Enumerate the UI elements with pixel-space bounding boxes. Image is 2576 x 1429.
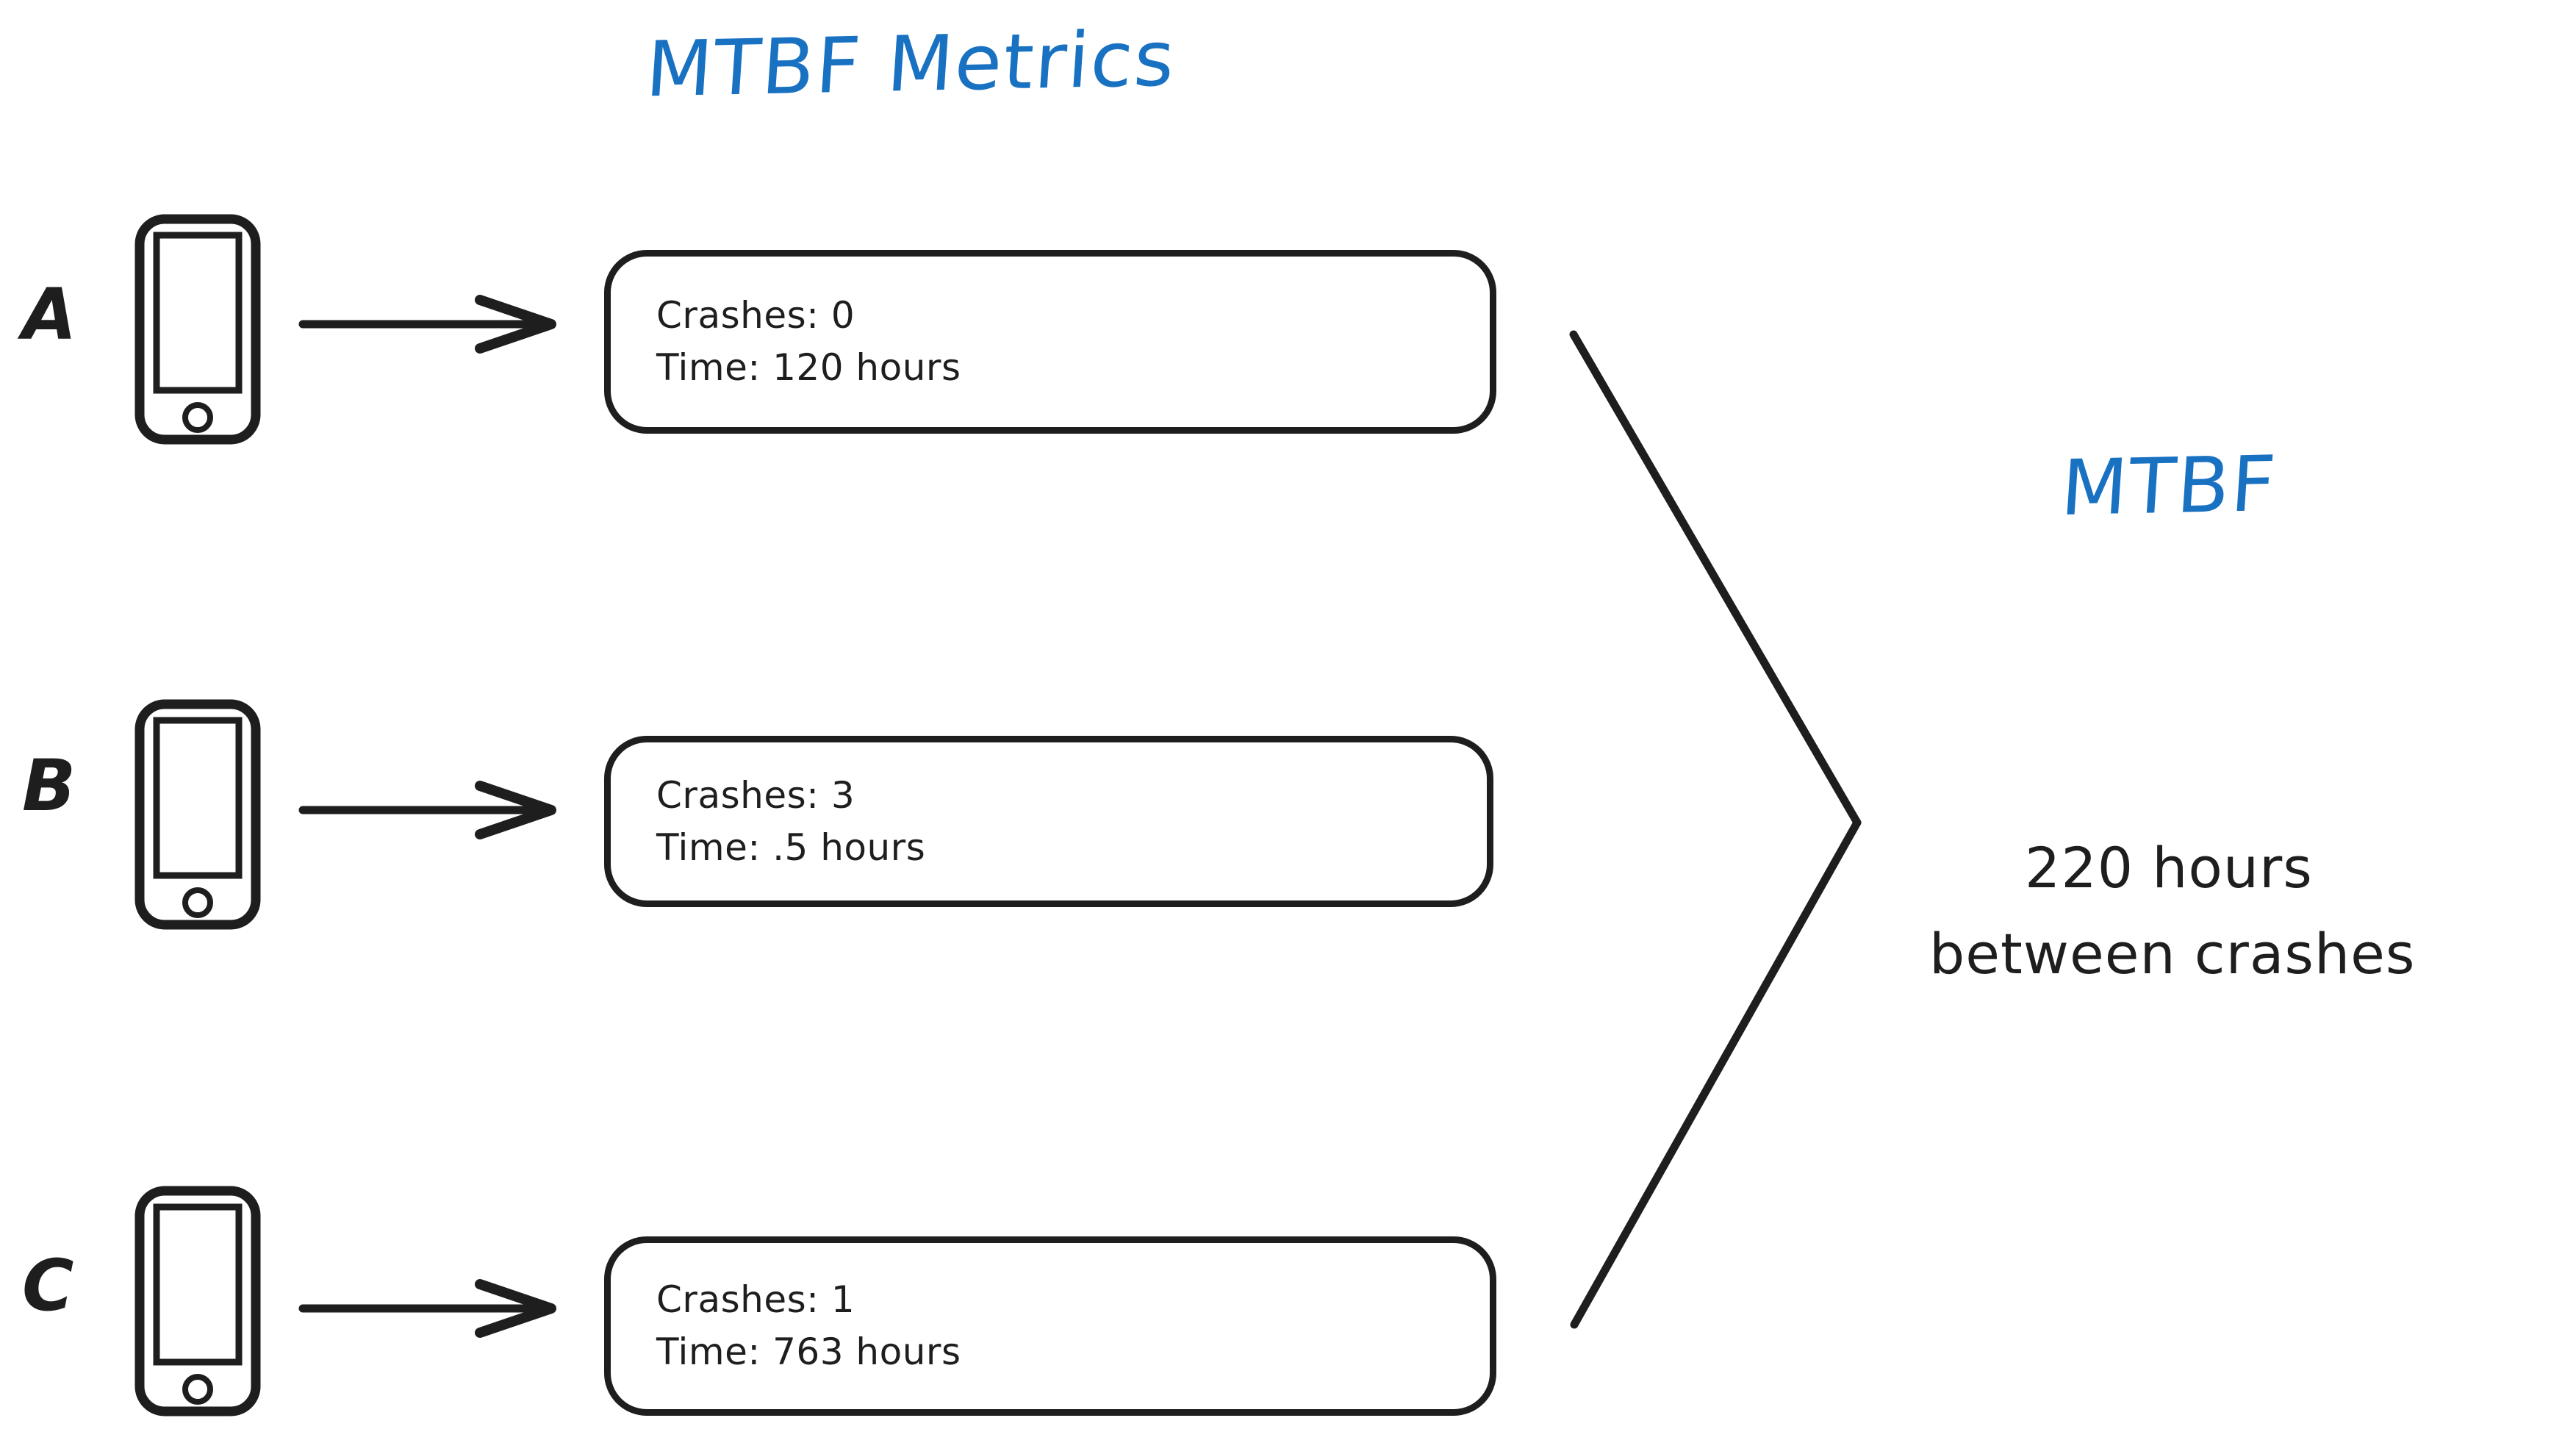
crashes-value-c: Crashes: 1	[656, 1278, 855, 1321]
phone-icon	[134, 699, 261, 930]
time-value-a: Time: 120 hours	[656, 346, 961, 389]
metric-text-group: Crashes: 0 Time: 120 hours	[656, 290, 961, 394]
arrow-right-icon	[298, 781, 556, 839]
crashes-value-a: Crashes: 0	[656, 294, 855, 337]
arrow-right-icon	[298, 295, 556, 354]
converging-connector	[1569, 330, 1862, 1329]
phone-icon	[134, 214, 261, 445]
device-label-c: C	[22, 1244, 74, 1327]
metric-text-group: Crashes: 3 Time: .5 hours	[656, 770, 925, 874]
metric-box-a: Crashes: 0 Time: 120 hours	[604, 250, 1496, 434]
metric-box-c: Crashes: 1 Time: 763 hours	[604, 1236, 1496, 1416]
time-value-b: Time: .5 hours	[656, 825, 926, 869]
page-title: MTBF Metrics	[643, 13, 1179, 115]
arrow-right-icon	[298, 1279, 556, 1338]
phone-icon	[134, 1186, 261, 1417]
time-value-c: Time: 763 hours	[656, 1330, 961, 1373]
crashes-value-b: Crashes: 3	[656, 773, 855, 817]
result-heading: MTBF	[2058, 438, 2280, 534]
device-label-a: A	[22, 273, 77, 356]
result-caption-line: between crashes	[1929, 921, 2416, 986]
result-value-line: 220 hours	[2025, 835, 2313, 900]
metric-box-b: Crashes: 3 Time: .5 hours	[604, 736, 1493, 907]
metric-text-group: Crashes: 1 Time: 763 hours	[656, 1274, 961, 1378]
device-label-b: B	[22, 745, 76, 827]
